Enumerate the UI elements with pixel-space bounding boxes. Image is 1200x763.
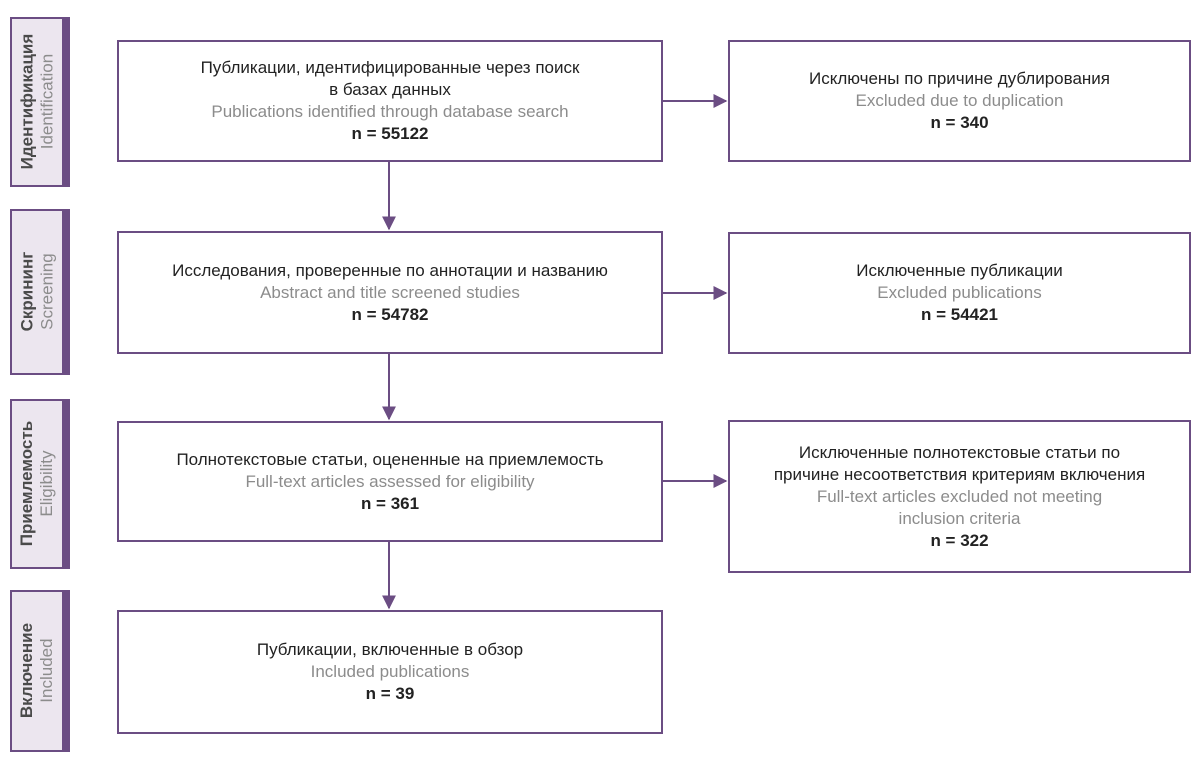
box-count: n = 39 <box>365 684 415 703</box>
box-label-en: Excluded due to duplication <box>855 91 1064 110</box>
excluded-publications-box: Исключенные публикации Excluded publicat… <box>728 232 1191 354</box>
included-box: Публикации, включенные в обзор Included … <box>117 610 663 734</box>
box-label-ru: в базах данных <box>329 80 451 99</box>
box-count: n = 340 <box>930 113 989 132</box>
box-label-en: Included publications <box>310 662 470 681</box>
box-count: n = 361 <box>360 493 420 513</box>
box-label-ru: Полнотекстовые статьи, оцененные на прие… <box>176 449 604 469</box>
box-label-en: Full-text articles excluded not meeting <box>816 486 1103 506</box>
stage-eligibility: Приемлемость Eligibility <box>10 399 70 569</box>
identified-box: Публикации, идентифицированные через пои… <box>117 40 663 162</box>
box-count: n = 54782 <box>351 304 429 324</box>
box-label-ru: причине несоответствия критериям включен… <box>773 464 1146 484</box>
box-count: n = 55122 <box>351 124 429 143</box>
box-count: n = 54421 <box>920 305 999 324</box>
box-label-ru: Публикации, идентифицированные через пои… <box>200 58 580 77</box>
eligibility-box: Полнотекстовые статьи, оцененные на прие… <box>117 421 663 542</box>
stage-identification: Идентификация Identification <box>10 17 70 187</box>
box-label-ru: Исключенные публикации <box>856 261 1063 280</box>
stage-screening: Скрининг Screening <box>10 209 70 375</box>
excluded-fulltext-box: Исключенные полнотекстовые статьи по при… <box>728 420 1191 573</box>
box-count: n = 322 <box>930 530 989 550</box>
box-label-en: Excluded publications <box>877 283 1042 302</box>
box-label-en: inclusion criteria <box>898 508 1021 528</box>
box-label-ru: Исследования, проверенные по аннотации и… <box>172 260 608 280</box>
box-label-en: Abstract and title screened studies <box>260 282 520 302</box>
box-label-ru: Исключены по причине дублирования <box>808 69 1111 88</box>
screened-box: Исследования, проверенные по аннотации и… <box>117 231 663 354</box>
excluded-duplicates-box: Исключены по причине дублирования Exclud… <box>728 40 1191 162</box>
box-label-ru: Публикации, включенные в обзор <box>256 640 524 659</box>
box-label-ru: Исключенные полнотекстовые статьи по <box>798 442 1121 462</box>
stage-included: Включение Included <box>10 590 70 752</box>
box-label-en: Publications identified through database… <box>211 102 569 121</box>
box-label-en: Full-text articles assessed for eligibil… <box>245 471 535 491</box>
